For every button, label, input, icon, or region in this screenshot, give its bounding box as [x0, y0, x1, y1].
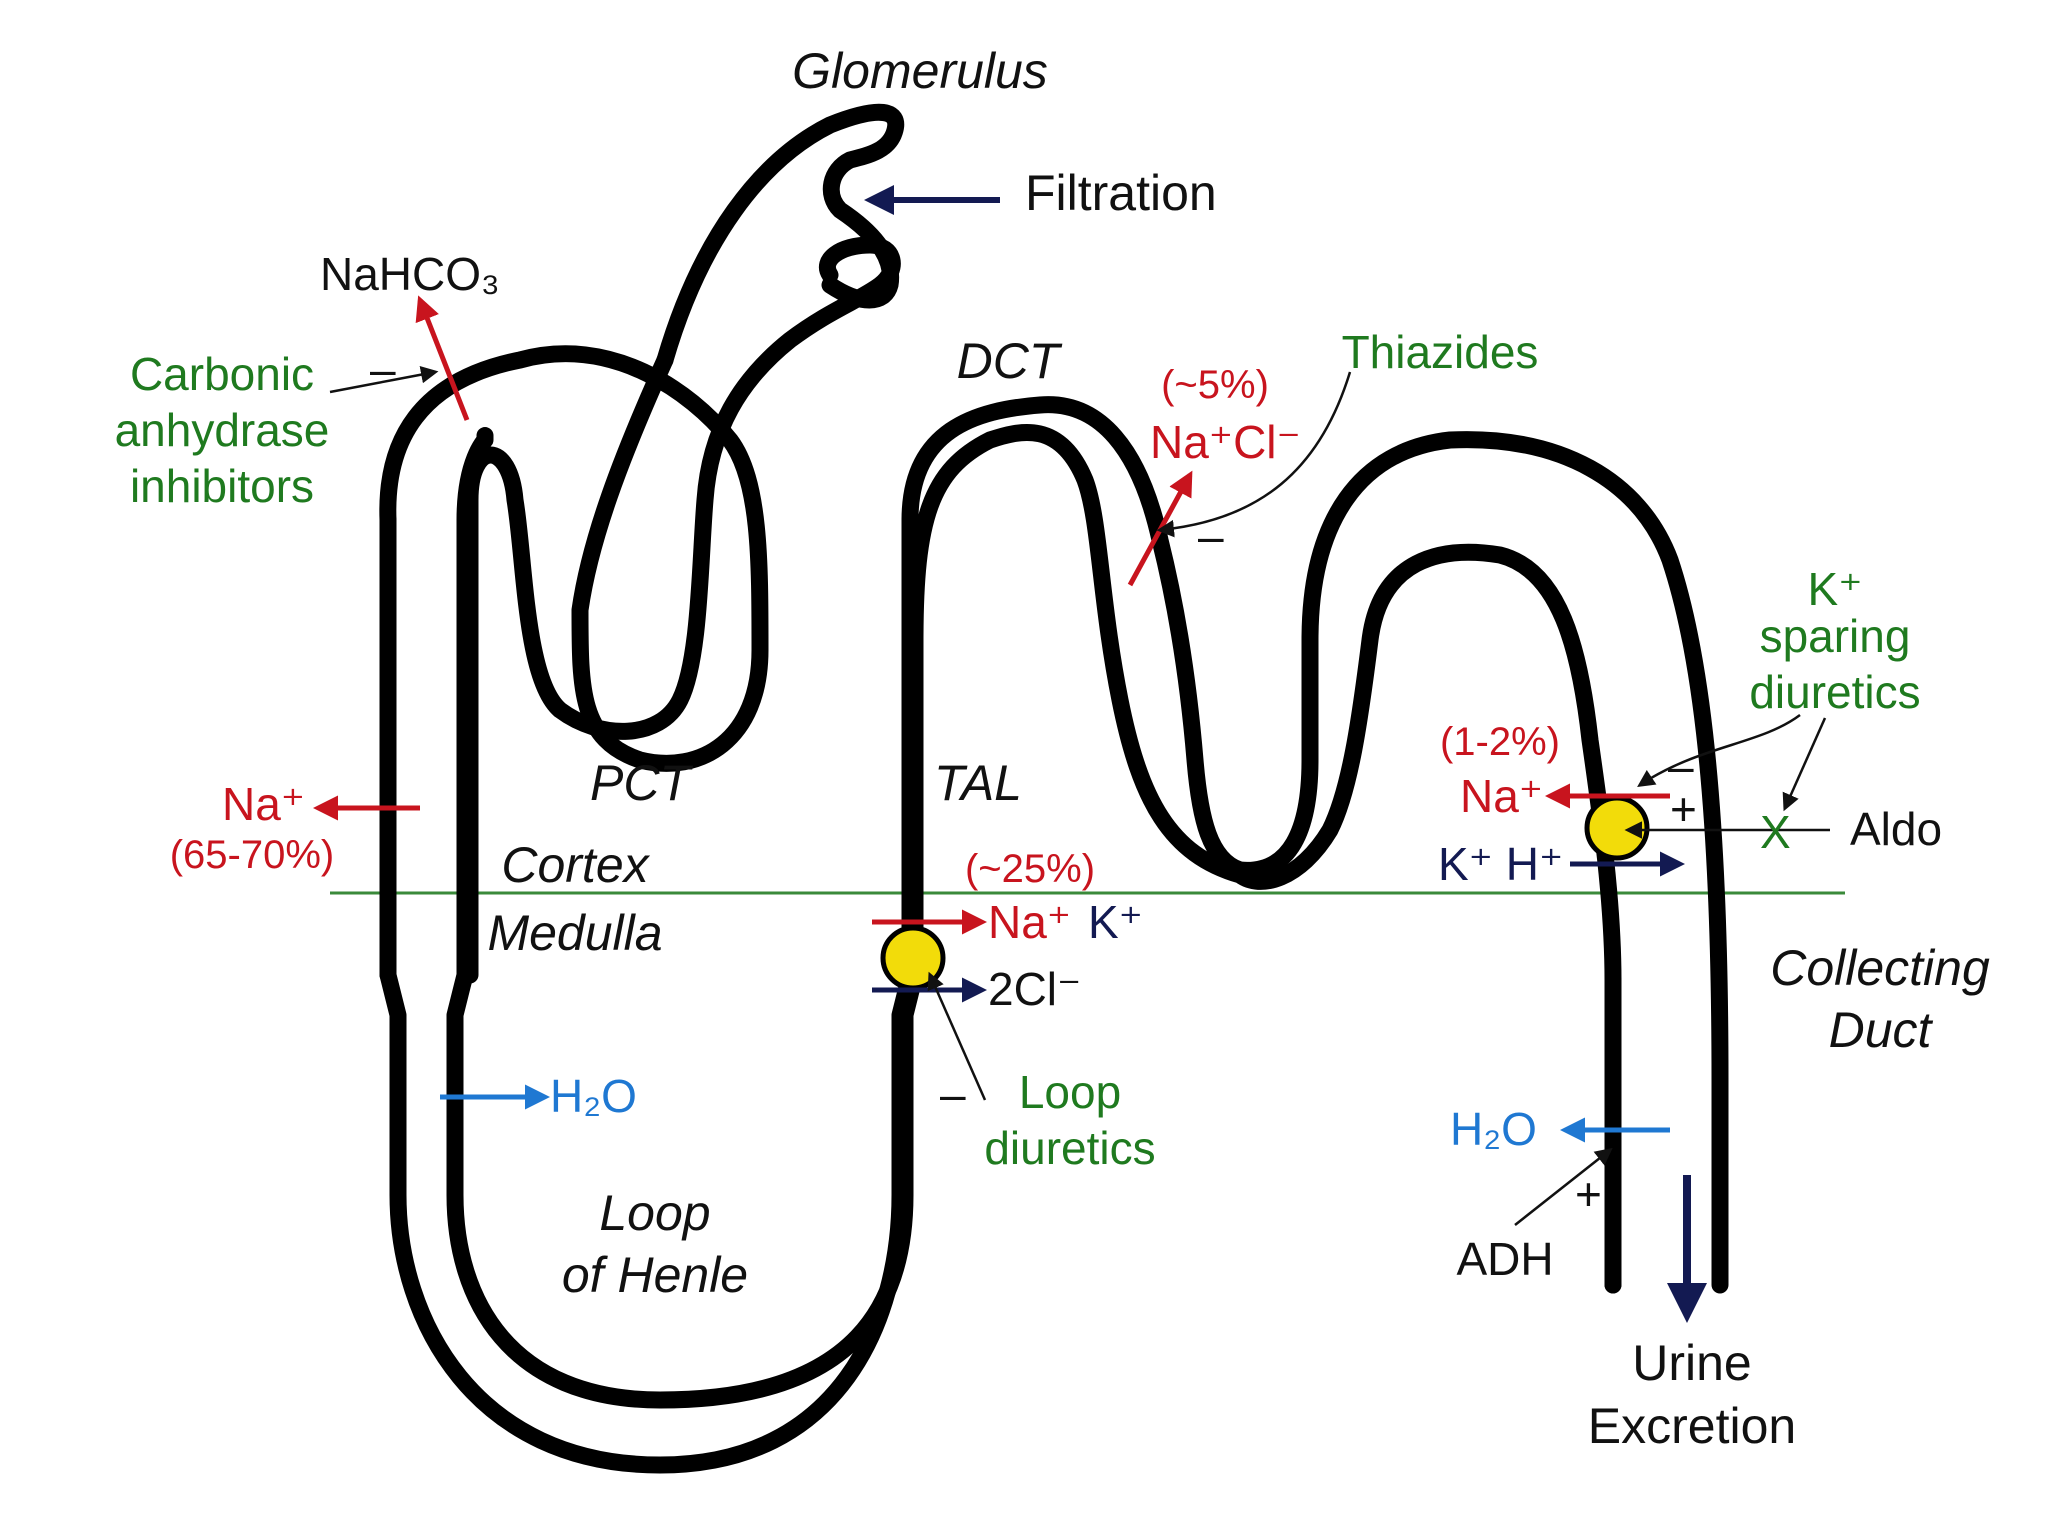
glomerulus-capsule	[656, 103, 905, 369]
nahco3-arrow	[415, 295, 470, 421]
loop-h2o: H₂O	[550, 1070, 637, 1122]
carbonic-sign: –	[370, 343, 396, 395]
dct-percent: (~5%)	[1161, 363, 1269, 407]
tal-label: TAL	[934, 755, 1022, 811]
glomerulus-label: Glomerulus	[792, 43, 1048, 99]
carbonic-label-1: Carbonic	[130, 348, 314, 400]
urine-label-2: Excretion	[1588, 1398, 1796, 1454]
ksparing-pointer-b	[1782, 717, 1827, 812]
cd-percent: (1-2%)	[1440, 720, 1560, 764]
ksparing-label-1: K⁺	[1808, 563, 1863, 615]
loop-diuretics-2: diuretics	[984, 1122, 1155, 1174]
cd-minus: –	[1668, 740, 1694, 792]
medulla-label: Medulla	[487, 905, 662, 961]
carbonic-pointer	[329, 366, 439, 394]
henle-label-2: of Henle	[562, 1247, 748, 1303]
ksparing-pointer-a	[1637, 713, 1801, 787]
adh-plus: +	[1575, 1168, 1602, 1220]
adh-pointer	[1514, 1147, 1613, 1226]
collecting-label-1: Collecting	[1770, 940, 1990, 996]
loop-sign: –	[940, 1068, 966, 1120]
nahco3-label: NaHCO₃	[320, 248, 500, 300]
nkcc2-transporter	[880, 925, 946, 991]
pct-na: Na⁺	[222, 778, 305, 830]
carbonic-label-3: inhibitors	[130, 460, 314, 512]
dct-label: DCT	[957, 333, 1063, 389]
pct-label: PCT	[590, 755, 693, 811]
loop-diuretics-1: Loop	[1019, 1066, 1121, 1118]
tal-cl: 2Cl⁻	[988, 963, 1081, 1015]
enac-transporter	[1584, 795, 1650, 861]
tal-percent: (~25%)	[965, 847, 1095, 891]
ksparing-label-2: sparing	[1760, 610, 1911, 662]
collecting-label-2: Duct	[1829, 1002, 1934, 1058]
tal-k: K⁺	[1088, 896, 1143, 948]
thiazide-pointer	[1156, 371, 1352, 538]
carbonic-label-2: anhydrase	[115, 404, 330, 456]
thiazides-label: Thiazides	[1342, 326, 1539, 378]
dct-ion: Na⁺Cl⁻	[1150, 416, 1301, 468]
urine-label-1: Urine	[1632, 1335, 1751, 1391]
adh-label: ADH	[1456, 1233, 1553, 1285]
filtration-label: Filtration	[1025, 165, 1217, 221]
aldo-label: Aldo	[1850, 803, 1942, 855]
aldo-block: X	[1760, 806, 1791, 858]
cd-h2o: H₂O	[1450, 1103, 1537, 1155]
pct-percent: (65-70%)	[170, 833, 335, 877]
ksparing-label-3: diuretics	[1749, 666, 1920, 718]
cortex-label: Cortex	[501, 837, 650, 893]
thiazide-sign: –	[1198, 510, 1224, 562]
loop-pointer	[927, 971, 987, 1101]
tubule-inner-wall	[446, 424, 1622, 1409]
cd-plus: +	[1670, 783, 1697, 835]
cd-na: Na⁺	[1460, 770, 1543, 822]
tal-na: Na⁺	[988, 896, 1071, 948]
cd-kh: K⁺ H⁺	[1438, 838, 1563, 890]
henle-label-1: Loop	[599, 1185, 710, 1241]
